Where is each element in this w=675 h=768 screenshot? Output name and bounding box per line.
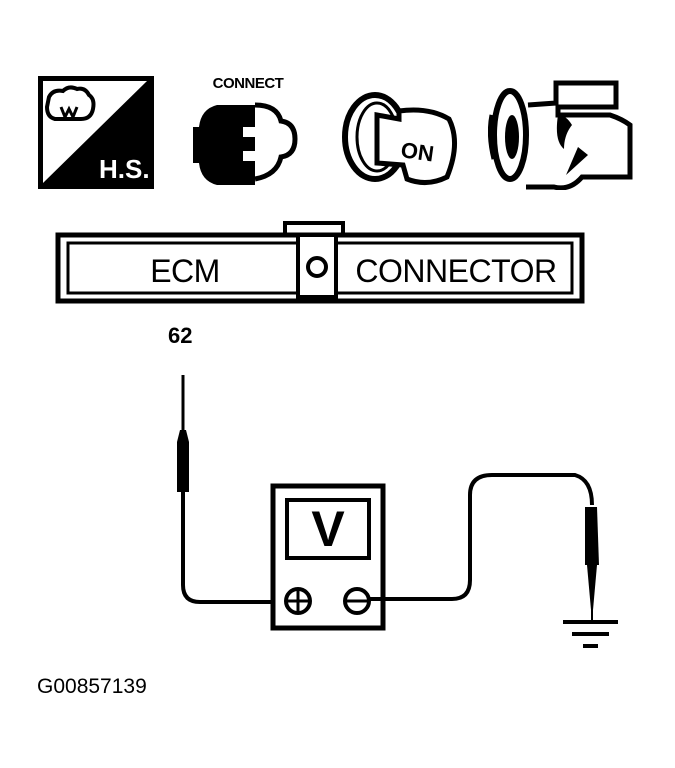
hot-soak-icon: H.S.	[37, 75, 155, 190]
ecm-connector-banner: ECM CONNECTOR	[55, 215, 585, 305]
voltmeter-label: V	[311, 501, 345, 557]
ecm-label: ECM	[150, 253, 220, 289]
ignition-on-icon: ON	[335, 85, 460, 190]
ignition-on-label: ON	[399, 137, 435, 166]
figure-id: G00857139	[37, 675, 147, 698]
positive-lead-wire	[181, 505, 290, 604]
hot-soak-label: H.S.	[99, 154, 150, 184]
negative-lead-wire	[369, 473, 594, 601]
ground-icon	[563, 620, 618, 648]
positive-terminal-icon	[284, 587, 312, 615]
connect-connector-icon: CONNECT	[185, 75, 305, 193]
pin-number-label: 62	[168, 323, 193, 348]
connector-label: CONNECTOR	[355, 253, 557, 289]
connect-caption: CONNECT	[212, 75, 284, 92]
engine-icon	[487, 75, 633, 191]
negative-probe-icon	[585, 507, 599, 622]
voltmeter	[270, 483, 386, 631]
positive-probe-icon	[177, 375, 189, 505]
